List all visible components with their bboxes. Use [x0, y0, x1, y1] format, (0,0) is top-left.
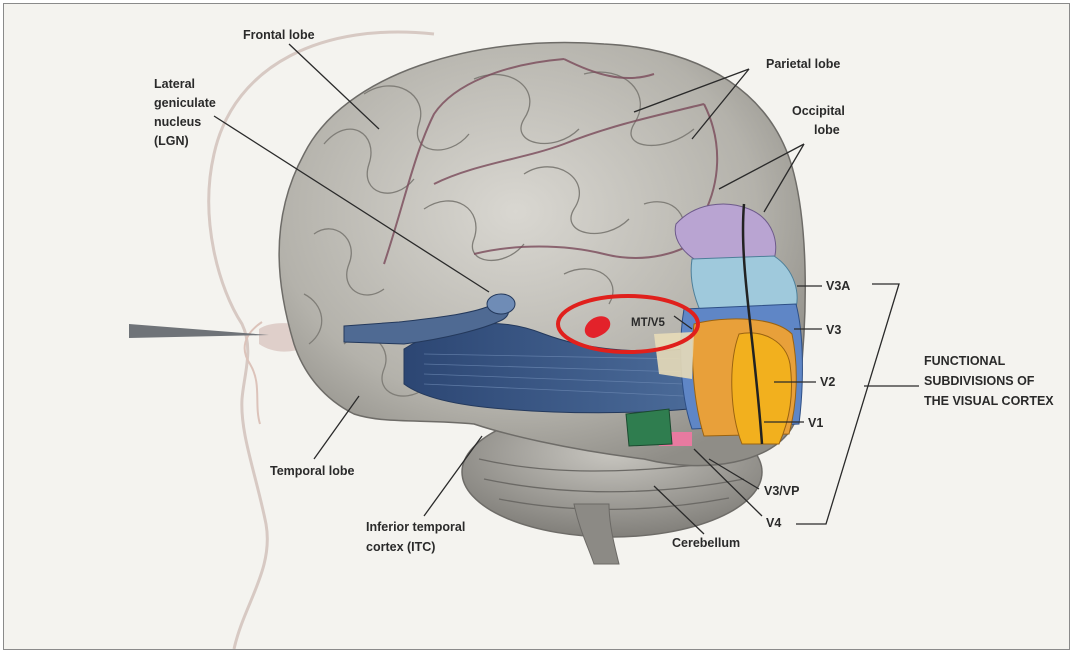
label-mt-v5: MT/V5 — [631, 317, 665, 329]
label-lgn-line4: (LGN) — [154, 134, 189, 148]
brain-diagram: Frontal lobe Lateral geniculate nucleus … — [4, 4, 1069, 649]
label-frontal-lobe: Frontal lobe — [243, 28, 315, 42]
label-lgn-line3: nucleus — [154, 115, 201, 129]
v4-area — [626, 409, 672, 446]
label-parietal-lobe: Parietal lobe — [766, 57, 840, 71]
label-v3-vp: V3/VP — [764, 484, 799, 498]
label-v3: V3 — [826, 323, 841, 337]
label-functional-line2: SUBDIVISIONS OF — [924, 374, 1035, 388]
label-v3a: V3A — [826, 279, 850, 293]
label-functional-line3: THE VISUAL CORTEX — [924, 394, 1054, 408]
diagram-frame: Frontal lobe Lateral geniculate nucleus … — [3, 3, 1070, 650]
label-functional-line1: FUNCTIONAL — [924, 354, 1006, 368]
label-cerebellum: Cerebellum — [672, 536, 740, 550]
label-temporal-lobe: Temporal lobe — [270, 464, 355, 478]
label-v1: V1 — [808, 416, 823, 430]
label-itc-line2: cortex (ITC) — [366, 540, 435, 554]
label-v4: V4 — [766, 516, 781, 530]
label-itc-line1: Inferior temporal — [366, 520, 465, 534]
label-occipital-line2: lobe — [814, 123, 840, 137]
label-lgn-line2: geniculate — [154, 96, 216, 110]
lgn-structure — [487, 294, 515, 314]
label-v2: V2 — [820, 375, 835, 389]
label-lgn-line1: Lateral — [154, 77, 195, 91]
label-occipital-line1: Occipital — [792, 104, 845, 118]
